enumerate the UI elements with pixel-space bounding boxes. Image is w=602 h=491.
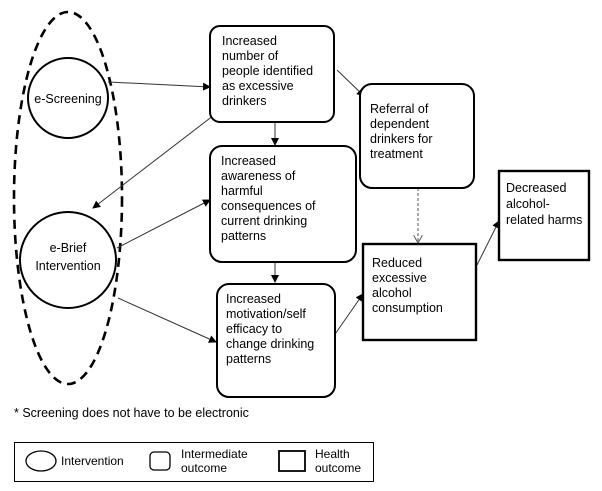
legend-health-label: Health outcome	[315, 447, 362, 475]
arrow-identified-to-brief	[92, 111, 219, 209]
legend-shapes	[25, 450, 306, 472]
intervention-group-dashed-ellipse	[12, 10, 124, 386]
arrow-identified-to-referral	[336, 69, 365, 97]
label-line: Increased	[226, 292, 281, 306]
label-line: patterns	[221, 229, 266, 243]
label-line: harmful	[221, 184, 263, 198]
arrow-screening-to-identified	[107, 81, 211, 91]
node-decreased-harms-label: Decreased alcohol-related harms	[506, 181, 582, 227]
label-line: change drinking	[226, 337, 314, 351]
label-line: treatment	[370, 147, 423, 161]
label-line: consequences of	[221, 199, 316, 213]
node-reduced-consumption-box	[361, 242, 478, 342]
label-line: Intervention	[35, 259, 100, 273]
label-line: dependent	[370, 117, 430, 131]
legend-health-box	[278, 450, 306, 472]
label-line: Increased	[222, 34, 277, 48]
label-line: Reduced	[372, 256, 422, 270]
node-decreased-harms-box	[497, 169, 591, 262]
legend-intervention-ellipse	[25, 450, 57, 472]
label-line: e-Screening	[34, 92, 101, 106]
node-e-screening: e-Screening	[27, 57, 109, 139]
node-e-screening-label: e-Screening	[34, 92, 101, 106]
label-line: Increased	[221, 154, 276, 168]
label-line: Referral of	[370, 102, 429, 116]
legend-intermediate-rounded-box	[149, 451, 171, 471]
label-line: drinkers for	[370, 132, 433, 146]
label-line: Decreased	[506, 181, 566, 195]
label-line: motivation/self	[226, 307, 306, 321]
legend: Intervention Intermediate outcome Health…	[14, 442, 374, 482]
label-line: people identified	[222, 64, 313, 78]
legend-intermediate-label: Intermediate outcome	[181, 447, 248, 475]
label-line: as excessive	[222, 79, 294, 93]
arrow-reduced-to-decreased	[476, 220, 500, 266]
arrow-brief-to-awareness	[116, 199, 211, 249]
label-line: e-Brief	[50, 241, 87, 255]
label-line: related harms	[506, 213, 582, 227]
arrow-brief-to-motivation	[117, 297, 217, 343]
label-line: current drinking	[221, 214, 307, 228]
label-line: alcohol	[372, 286, 412, 300]
arrow-motivation-to-reduced	[332, 293, 364, 338]
label-line: efficacy to	[226, 322, 282, 336]
footnote: * Screening does not have to be electron…	[14, 406, 249, 420]
label-line: awareness of	[221, 169, 296, 183]
label-line: number of	[222, 49, 279, 63]
label-line: drinkers	[222, 94, 266, 108]
label-line: alcohol-	[506, 197, 550, 211]
label-line: patterns	[226, 352, 271, 366]
label-line: consumption	[372, 301, 443, 315]
label-line: excessive	[372, 271, 427, 285]
legend-intervention-label: Intervention	[61, 454, 124, 468]
